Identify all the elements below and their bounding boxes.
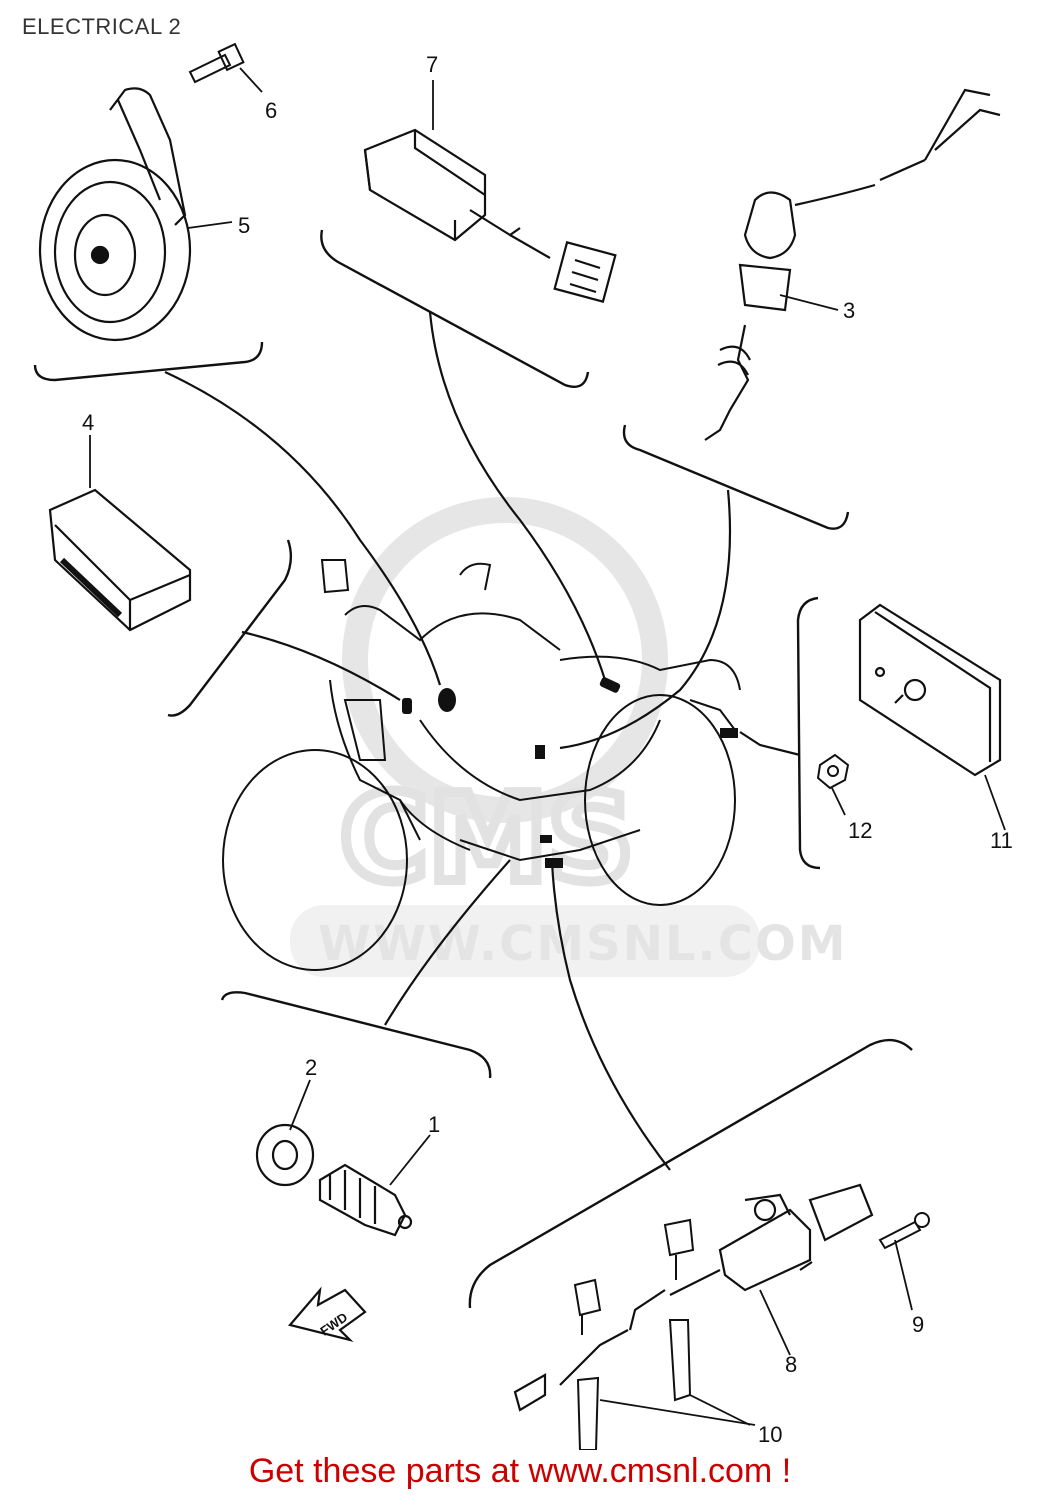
callout-7: 7 [426, 52, 438, 77]
callout-11: 11 [990, 828, 1013, 853]
callout-9: 9 [912, 1312, 924, 1337]
watermark-url: WWW.CMSNL.COM [318, 916, 848, 972]
horn-part-5 [38, 87, 192, 342]
callout-10: 10 [758, 1422, 782, 1447]
footer-cta-link[interactable]: Get these parts at www.cmsnl.com ! [248, 1452, 792, 1490]
parts-diagram: CMS WWW.CMSNL.COM [33, 42, 1013, 1450]
relay-part-7 [363, 128, 617, 303]
callout-8: 8 [785, 1352, 797, 1377]
nut-part-12 [816, 753, 850, 790]
watermark: CMS WWW.CMSNL.COM [290, 497, 848, 977]
callout-3: 3 [843, 298, 855, 323]
callout-5: 5 [238, 213, 250, 238]
group-brackets [33, 229, 913, 1309]
flasher-relay-part-4 [48, 488, 192, 632]
leader-lines [164, 311, 801, 1171]
callout-6: 6 [265, 98, 277, 123]
neutral-switch-part-1 [318, 1163, 413, 1237]
callout-12: 12 [848, 818, 872, 843]
screw-part-9 [878, 1212, 930, 1250]
switch-part-3 [704, 88, 1001, 441]
callout-numbers: 6 5 7 3 4 12 11 2 1 8 9 10 [82, 52, 1013, 1447]
brake-switch-part-8 [513, 1183, 874, 1412]
cable-ties-part-10 [573, 1218, 695, 1450]
callout-leaders [89, 67, 1006, 1426]
fwd-arrow: FWD [288, 1286, 367, 1343]
motorcycle-outline [222, 559, 741, 971]
page-title: ELECTRICAL 2 [22, 14, 182, 39]
washer-part-2 [255, 1123, 315, 1187]
callout-4: 4 [82, 410, 94, 435]
callout-2: 2 [305, 1055, 317, 1080]
callout-1: 1 [428, 1112, 440, 1137]
bike-connectors [402, 677, 738, 868]
panel-part-11 [858, 603, 1002, 777]
bolt-part-6 [188, 42, 245, 84]
